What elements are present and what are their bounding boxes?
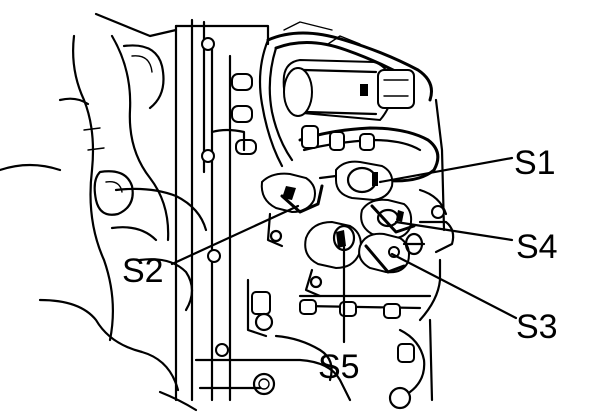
leader-s2: [170, 204, 300, 266]
label-s3: S3: [516, 308, 558, 346]
leader-s1: [378, 156, 514, 184]
leader-s4: [394, 220, 514, 242]
solenoid-s4: [360, 198, 416, 240]
label-s1: S1: [514, 144, 556, 182]
valve-body-plate: [158, 18, 352, 412]
valve-body-right: [246, 98, 455, 410]
upper-solenoid-body: [282, 58, 415, 151]
leader-s3: [390, 252, 518, 320]
label-s2: S2: [122, 252, 164, 290]
solenoid-s1: [318, 160, 394, 202]
solenoid-s5: [304, 220, 362, 298]
transmission-case: [0, 12, 208, 392]
solenoid-s2: [260, 172, 324, 248]
label-s4: S4: [516, 228, 558, 266]
label-s5: S5: [318, 348, 360, 386]
leader-lines: [170, 156, 518, 344]
